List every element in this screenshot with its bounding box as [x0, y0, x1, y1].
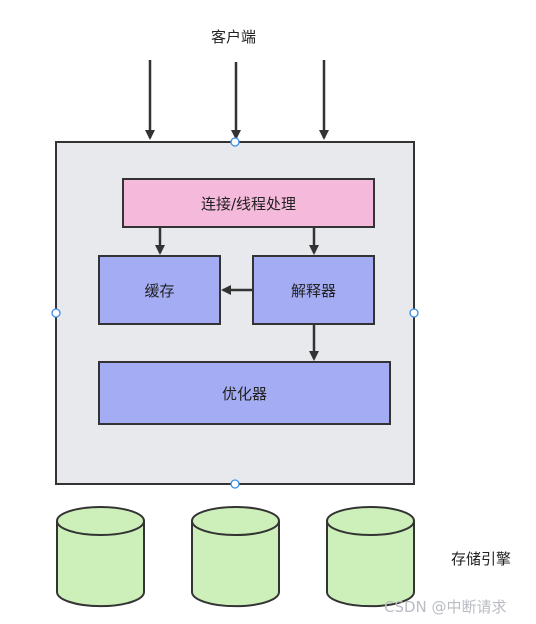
- connection-box: [122, 178, 375, 228]
- optimizer-label: 优化器: [221, 384, 267, 403]
- parser-box: [252, 255, 375, 325]
- client-arrows: [145, 60, 329, 140]
- storage-cylinder-1: [56, 506, 145, 608]
- handle-bottom: [230, 479, 240, 489]
- storage-cylinder-2: [191, 506, 280, 608]
- connection-label: 连接/线程处理: [200, 194, 297, 213]
- client-label: 客户端: [211, 28, 257, 46]
- parser-label: 解释器: [290, 281, 336, 300]
- handle-right: [409, 308, 419, 318]
- storage-cylinder-3: [326, 506, 415, 608]
- handle-top: [230, 137, 240, 147]
- internal-arrows: [155, 228, 319, 361]
- storage-engine-label: 存储引擎: [451, 550, 512, 568]
- cache-box: [98, 255, 221, 325]
- cache-label: 缓存: [144, 281, 175, 300]
- watermark-text: CSDN @中断请求: [384, 598, 507, 616]
- handle-left: [51, 308, 61, 318]
- optimizer-box: [98, 361, 391, 425]
- selection-handles: [51, 137, 419, 489]
